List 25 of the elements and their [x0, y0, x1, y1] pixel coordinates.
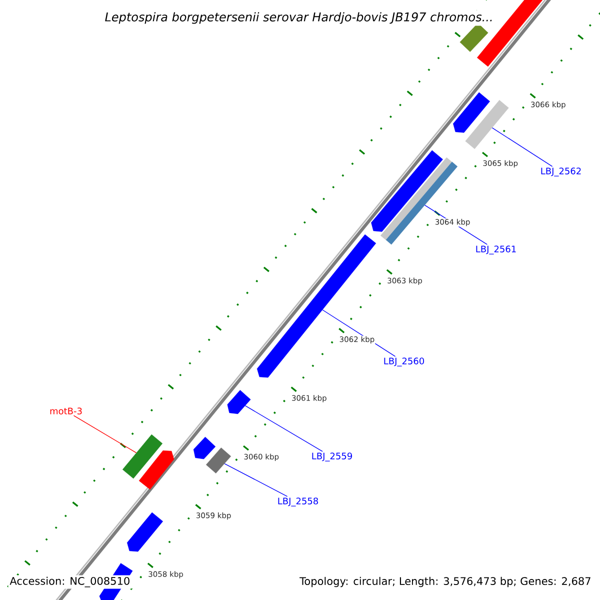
leader-line	[224, 463, 288, 497]
accession-text: Accession: NC_008510	[8, 575, 132, 589]
gene-block	[460, 23, 488, 52]
leader-line	[492, 128, 553, 167]
topology-text: Topology: circular; Length: 3,576,473 bp; Genes: 2,687	[298, 575, 593, 589]
gene-label: LBJ_2559	[312, 452, 352, 462]
gene-label: LBJ_2558	[278, 498, 318, 506]
gene-block	[122, 434, 163, 479]
gene-block	[453, 92, 490, 133]
gene-block	[206, 448, 232, 474]
gene-label: LBJ_2561	[476, 246, 516, 254]
title: Leptospira borgpetersenii serovar Hardjo-bovis JB197 chromos...	[102, 10, 496, 26]
gene-block	[127, 512, 163, 552]
gene-block	[386, 162, 458, 245]
gene-block	[380, 157, 452, 240]
gene-block	[138, 450, 174, 490]
gene-label: LBJ_2562	[541, 168, 581, 176]
leader-line	[244, 405, 323, 452]
gene-label: LBJ_2560	[384, 358, 424, 366]
gene-block	[227, 390, 251, 414]
gene-label: motB-3	[50, 408, 82, 414]
gene-block	[256, 234, 376, 378]
gene-block	[465, 100, 509, 149]
leader-line	[73, 415, 137, 454]
gene-block	[193, 436, 216, 460]
